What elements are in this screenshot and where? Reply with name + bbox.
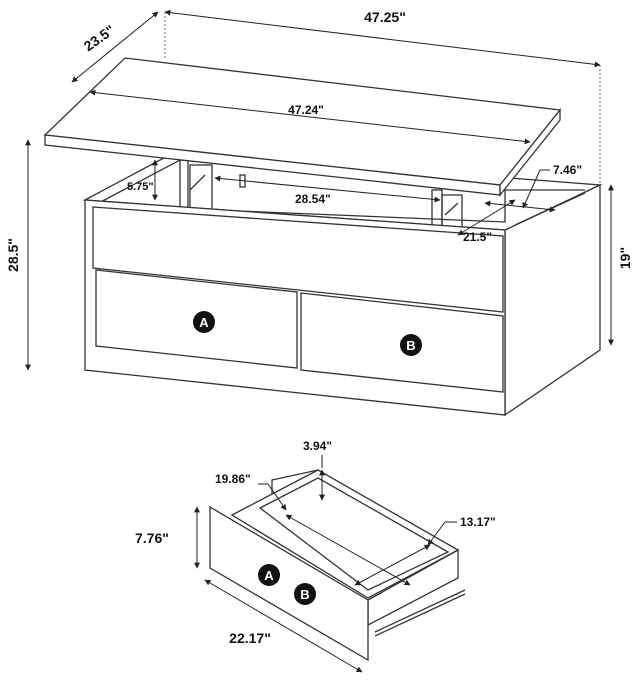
svg-text:A: A: [264, 568, 274, 583]
badge-a-drawer: A: [258, 564, 280, 586]
svg-text:B: B: [406, 338, 415, 353]
table-height-label: 28.5": [5, 238, 21, 272]
svg-text:B: B: [300, 587, 309, 602]
drawer-width-label: 19.86": [215, 472, 251, 486]
drawer-front-width-label: 22.17": [229, 630, 271, 646]
front-upper-panel: [92, 206, 504, 313]
svg-text:A: A: [199, 315, 209, 330]
lift-height-label: 5.75": [127, 181, 154, 193]
table-dimensions: [25, 9, 614, 371]
drawer-height-label: 7.76": [135, 530, 169, 546]
drawer-slide-rail: [374, 589, 466, 633]
inner-width-label: 28.54": [295, 192, 331, 206]
drawer-depth-label: 13.17": [460, 515, 496, 529]
side-width-label: 7.46": [553, 163, 582, 177]
table-lift-top-side: [499, 108, 561, 197]
badge-b-drawer: B: [294, 583, 316, 605]
drawer-inner-height-label: 3.94": [303, 439, 332, 453]
side-depth-label: 21.5": [463, 230, 492, 244]
badge-b-table: B: [400, 334, 422, 356]
top-length-label: 47.24": [288, 103, 324, 117]
badge-a-table: A: [193, 311, 215, 333]
drawer-dimensions: [194, 455, 457, 673]
table-width-label: 47.25": [364, 9, 406, 25]
body-height-label: 19": [617, 247, 633, 269]
